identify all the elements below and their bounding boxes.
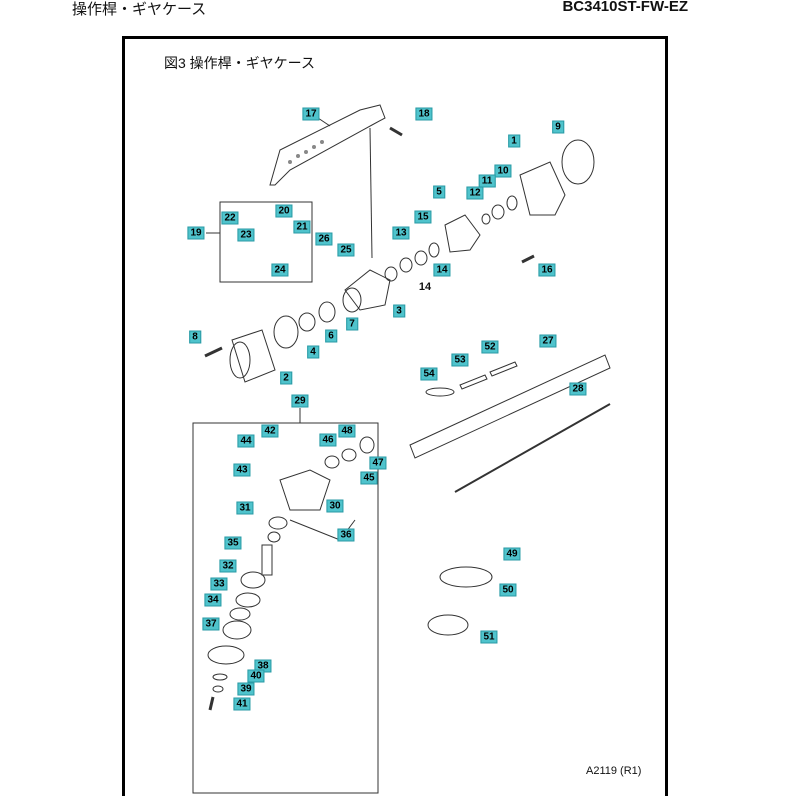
callout-45[interactable]: 45: [360, 471, 378, 485]
callout-53[interactable]: 53: [451, 353, 469, 367]
callout-2[interactable]: 2: [280, 371, 292, 385]
callout-19[interactable]: 19: [187, 226, 205, 240]
figure-title: 図3 操作桿・ギヤケース: [164, 55, 315, 71]
part-1: [519, 161, 566, 216]
callout-26[interactable]: 26: [315, 232, 333, 246]
callout-43[interactable]: 43: [233, 463, 251, 477]
callout-30[interactable]: 30: [326, 499, 344, 513]
callout-28[interactable]: 28: [569, 382, 587, 396]
callout-16[interactable]: 16: [538, 263, 556, 277]
kit-19-box: [219, 201, 313, 283]
callout-11[interactable]: 11: [478, 174, 496, 188]
callout-10[interactable]: 10: [494, 164, 512, 178]
callout-18[interactable]: 18: [415, 107, 433, 121]
pipe-27: [409, 354, 611, 459]
callout-32[interactable]: 32: [219, 559, 237, 573]
drawing-code: A2119 (R1): [586, 765, 642, 777]
callout-27[interactable]: 27: [539, 334, 557, 348]
callout-13[interactable]: 13: [392, 226, 410, 240]
callout-23[interactable]: 23: [237, 228, 255, 242]
callout-40[interactable]: 40: [247, 669, 265, 683]
part-6: [298, 312, 316, 332]
callout-21[interactable]: 21: [293, 220, 311, 234]
handle-part: [269, 104, 386, 186]
section-title: 操作桿・ギヤケース: [72, 1, 207, 18]
callout-4[interactable]: 4: [307, 345, 319, 359]
callout-7[interactable]: 7: [346, 317, 358, 331]
callout-22[interactable]: 22: [221, 211, 239, 225]
callout-52[interactable]: 52: [481, 340, 499, 354]
callout-42[interactable]: 42: [261, 424, 279, 438]
callout-54[interactable]: 54: [420, 367, 438, 381]
callout-39[interactable]: 39: [237, 682, 255, 696]
part-7: [318, 301, 336, 323]
callout-36[interactable]: 36: [337, 528, 355, 542]
callout-37[interactable]: 37: [202, 617, 220, 631]
callout-9[interactable]: 9: [552, 120, 564, 134]
callout-3[interactable]: 3: [393, 304, 405, 318]
callout-20[interactable]: 20: [275, 204, 293, 218]
callout-41[interactable]: 41: [233, 697, 251, 711]
part-5: [444, 214, 481, 253]
callout-14[interactable]: 14: [433, 263, 451, 277]
gearcase-box: [192, 422, 379, 794]
callout-46[interactable]: 46: [319, 433, 337, 447]
part-4: [273, 315, 299, 349]
callout-31[interactable]: 31: [236, 501, 254, 515]
callout-33[interactable]: 33: [210, 577, 228, 591]
drive-shaft-28: [454, 403, 611, 493]
callout-48[interactable]: 48: [338, 424, 356, 438]
callout-34[interactable]: 34: [204, 593, 222, 607]
housing-3: [344, 269, 391, 311]
blade-cover-51: [427, 614, 469, 636]
callout-35[interactable]: 35: [224, 536, 242, 550]
callout-17[interactable]: 17: [302, 107, 320, 121]
callout-8[interactable]: 8: [189, 330, 201, 344]
callout-44[interactable]: 44: [237, 434, 255, 448]
callout-29[interactable]: 29: [291, 394, 309, 408]
callout-47[interactable]: 47: [369, 456, 387, 470]
callout-1[interactable]: 1: [508, 134, 520, 148]
callout-50[interactable]: 50: [499, 583, 517, 597]
guard-49: [439, 566, 493, 588]
callout-14-plain: 14: [418, 281, 432, 293]
callout-51[interactable]: 51: [480, 630, 498, 644]
callout-6[interactable]: 6: [325, 329, 337, 343]
diagram-frame: [122, 36, 668, 796]
callout-49[interactable]: 49: [503, 547, 521, 561]
gearcase-30: [279, 469, 331, 511]
callout-12[interactable]: 12: [466, 186, 484, 200]
clutch-drum-9: [561, 139, 595, 185]
callout-24[interactable]: 24: [271, 263, 289, 277]
callout-5[interactable]: 5: [433, 185, 445, 199]
clamp-2: [231, 329, 276, 383]
model-number: BC3410ST-FW-EZ: [562, 0, 688, 15]
callout-25[interactable]: 25: [337, 243, 355, 257]
callout-15[interactable]: 15: [414, 210, 432, 224]
